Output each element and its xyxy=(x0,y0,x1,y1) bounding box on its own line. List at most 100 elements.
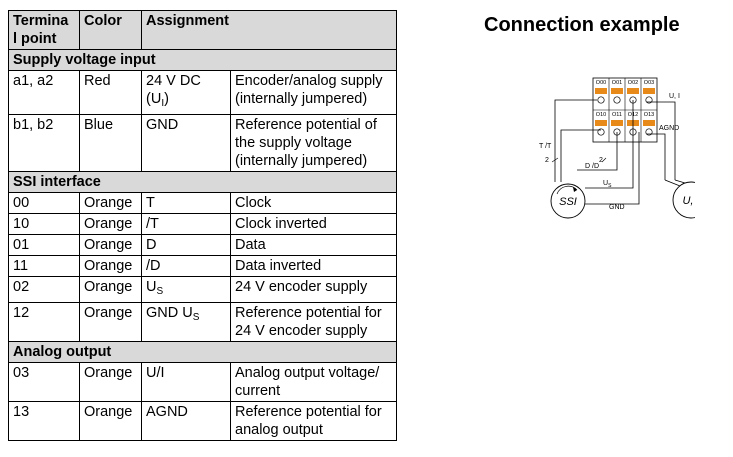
signal-subscript: S xyxy=(156,286,164,297)
us-label: US xyxy=(603,180,612,189)
terminal-label: O02 xyxy=(628,80,638,86)
ui-circle-label: U, I xyxy=(682,195,695,207)
color-cell: Red xyxy=(79,70,142,115)
two-left-label: 2 xyxy=(545,157,549,164)
two-right-label: 2 xyxy=(599,157,603,164)
color-cell: Orange xyxy=(79,362,142,402)
color-cell: Orange xyxy=(79,302,142,342)
terminal-release-tab xyxy=(643,88,655,94)
section-row: Supply voltage input xyxy=(8,49,397,71)
ui-meter-circle xyxy=(672,181,695,219)
ssi-label: SSI xyxy=(559,196,577,208)
terminal-contact-icon xyxy=(645,96,653,104)
signal-cell: T xyxy=(141,192,231,214)
color-cell: Orange xyxy=(79,213,142,235)
signal-cell: /D xyxy=(141,255,231,277)
terminal-release-tab xyxy=(611,120,623,126)
section-row: SSI interface xyxy=(8,171,397,193)
ui-label: U, I xyxy=(669,93,680,100)
terminal-label: O10 xyxy=(596,112,606,118)
signal-subscript: S xyxy=(192,312,200,323)
signal-cell: GND US xyxy=(141,302,231,342)
connection-example-title: Connection example xyxy=(484,14,680,36)
signal-subscript: I xyxy=(161,98,165,109)
description-cell: Data inverted xyxy=(230,255,397,277)
signal-text: GND U xyxy=(146,305,193,321)
terminal-release-tab xyxy=(595,88,607,94)
terminal-cell: 00 xyxy=(8,192,80,214)
signal-text: /D xyxy=(146,258,161,274)
header-color: Color xyxy=(79,10,142,50)
color-cell: Orange xyxy=(79,192,142,214)
terminal-release-tab xyxy=(595,120,607,126)
color-cell: Orange xyxy=(79,255,142,277)
description-cell: Clock xyxy=(230,192,397,214)
header-assignment: Assignment xyxy=(141,10,397,50)
description-cell: Reference potential for analog output xyxy=(230,401,397,441)
signal-text: U/I xyxy=(146,365,165,381)
table-header-row: Termina l point Color Assignment xyxy=(8,10,397,50)
terminal-cell: a1, a2 xyxy=(8,70,80,115)
terminal-cell: 03 xyxy=(8,362,80,402)
tt-label: T /T xyxy=(539,143,552,150)
signal-text: D xyxy=(146,237,157,253)
description-cell: Reference potential of the supply voltag… xyxy=(230,114,397,172)
terminal-cell: 02 xyxy=(8,276,80,303)
signal-cell: US xyxy=(141,276,231,303)
description-cell: Clock inverted xyxy=(230,213,397,235)
terminal-cell: 12 xyxy=(8,302,80,342)
signal-text: GND xyxy=(146,117,179,133)
terminal-label: O13 xyxy=(644,112,654,118)
signal-text: AGND xyxy=(146,404,188,420)
signal-suffix: ) xyxy=(164,91,169,107)
signal-cell: 24 V DC (UI) xyxy=(141,70,231,115)
signal-cell: D xyxy=(141,234,231,256)
description-cell: Data xyxy=(230,234,397,256)
terminal-label: O00 xyxy=(596,80,606,86)
terminal-cell: b1, b2 xyxy=(8,114,80,172)
terminal-cell: 01 xyxy=(8,234,80,256)
signal-cell: /T xyxy=(141,213,231,235)
color-cell: Orange xyxy=(79,276,142,303)
section-title: Analog output xyxy=(8,341,397,363)
gnd-label: GND xyxy=(609,204,625,211)
signal-cell: GND xyxy=(141,114,231,172)
terminal-label: O01 xyxy=(612,80,622,86)
color-cell: Blue xyxy=(79,114,142,172)
signal-text: T xyxy=(146,195,155,211)
color-cell: Orange xyxy=(79,234,142,256)
description-cell: Reference potential for 24 V encoder sup… xyxy=(230,302,397,342)
terminal-contact-icon xyxy=(597,96,605,104)
terminal-release-tab xyxy=(627,88,639,94)
signal-text: 24 V DC (U xyxy=(146,73,201,107)
description-cell: 24 V encoder supply xyxy=(230,276,397,303)
section-row: Analog output xyxy=(8,341,397,363)
ssi-encoder-circle xyxy=(550,183,586,219)
color-cell: Orange xyxy=(79,401,142,441)
signal-text: /T xyxy=(146,216,159,232)
terminal-cell: 10 xyxy=(8,213,80,235)
dd-label: D /D xyxy=(585,163,599,170)
terminal-label: O11 xyxy=(612,112,622,118)
terminal-release-tab xyxy=(611,88,623,94)
description-cell: Analog output voltage/ current xyxy=(230,362,397,402)
description-cell: Encoder/analog supply (internally jumper… xyxy=(230,70,397,115)
terminal-cell: 13 xyxy=(8,401,80,441)
terminal-cell: 11 xyxy=(8,255,80,277)
terminal-label: O03 xyxy=(644,80,654,86)
terminal-assignment-table: Termina l point Color Assignment Supply … xyxy=(8,10,397,441)
terminal-contact-icon xyxy=(613,96,621,104)
signal-cell: AGND xyxy=(141,401,231,441)
terminal-release-tab xyxy=(643,120,655,126)
